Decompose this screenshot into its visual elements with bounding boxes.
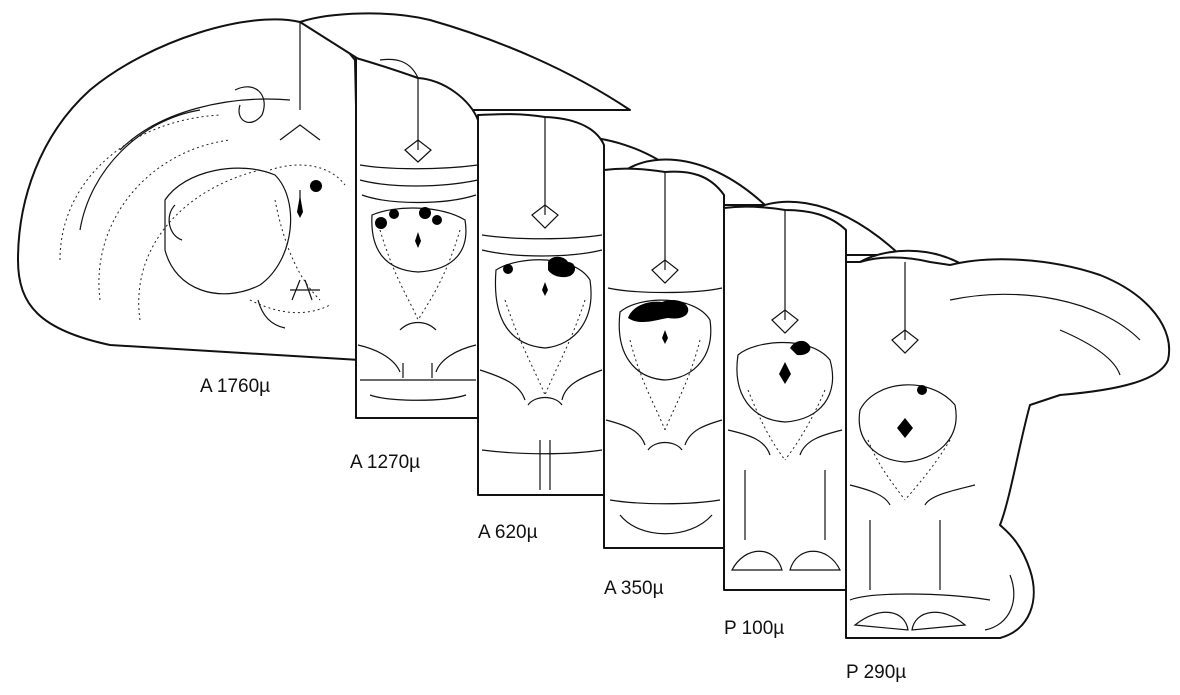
section-label-a1270: A 1270µ bbox=[350, 452, 420, 473]
lesion-marker bbox=[310, 180, 322, 192]
section-label-a350: A 350µ bbox=[604, 578, 664, 599]
section-label-p290: P 290µ bbox=[846, 662, 906, 683]
section-label-a1760: A 1760µ bbox=[200, 376, 270, 397]
section-label-p100: P 100µ bbox=[724, 618, 784, 639]
section-p290 bbox=[846, 258, 1169, 639]
section-a1760-outline bbox=[18, 19, 360, 360]
section-label-a620: A 620µ bbox=[478, 522, 538, 543]
section-p290-outline bbox=[846, 258, 1169, 639]
